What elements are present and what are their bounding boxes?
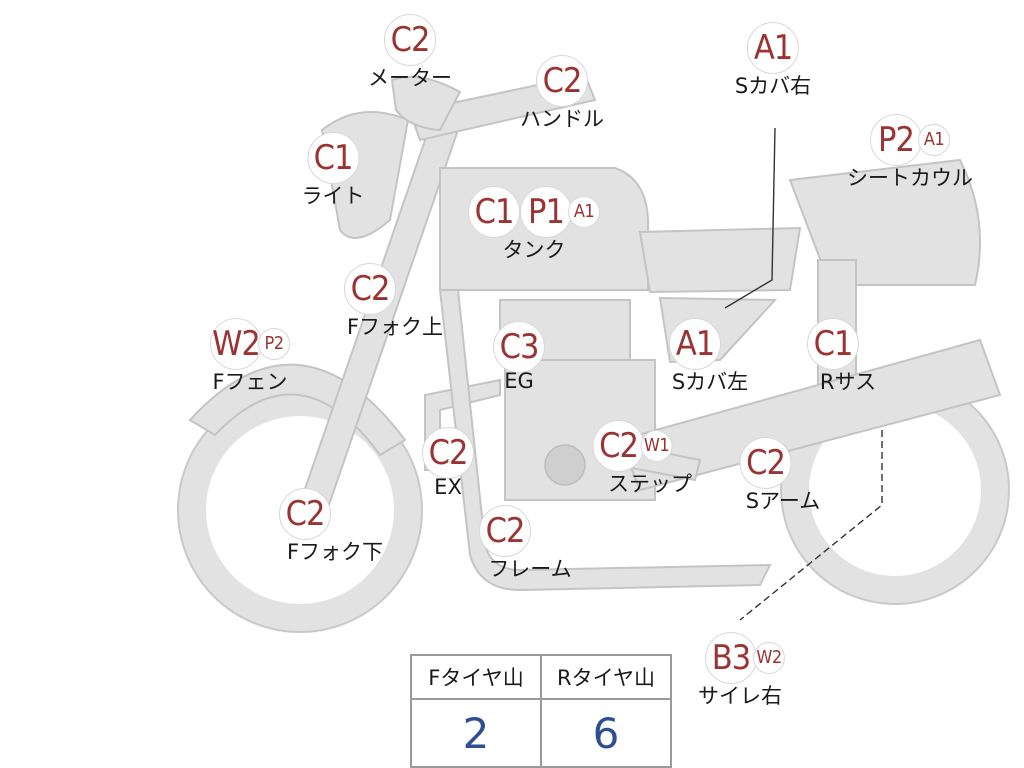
part-label: Fフェン <box>212 370 288 394</box>
part-label: Sアーム <box>745 489 821 513</box>
grade-badge-small: W2 <box>753 642 785 674</box>
exhaust-pipe-shape <box>424 378 501 471</box>
grade-group: C2 <box>536 55 588 107</box>
part-light: C1 ライト <box>302 132 365 210</box>
part-label: ステップ <box>608 472 692 496</box>
grade-badge-small: W1 <box>640 430 673 462</box>
part-front-fender: W2 P2 Fフェン <box>210 318 290 396</box>
grade-badge: C2 <box>536 55 588 107</box>
rear-tire-header: Rタイヤ山 <box>540 654 672 700</box>
swing-arm-shape <box>618 338 1002 492</box>
part-swing-arm: C2 Sアーム <box>739 437 827 515</box>
grade-badge: C1 <box>468 186 520 238</box>
part-fork-lower: C2 Fフォク下 <box>279 488 391 566</box>
grade-group: C1 <box>307 132 359 184</box>
front-tire-value: 2 <box>410 698 542 768</box>
part-side-cover-left: A1 Sカバ左 <box>669 318 751 396</box>
grade-group: C2 <box>739 437 792 489</box>
part-seat-cowl: P2 A1 シートカウル <box>847 114 973 192</box>
grade-badge: C2 <box>592 420 645 472</box>
grade-group: C3 <box>493 321 545 373</box>
meter-shape <box>390 75 462 132</box>
part-label: メーター <box>368 66 452 90</box>
grade-group: C2 <box>279 488 331 540</box>
part-label: シートカウル <box>847 166 973 190</box>
table-value-row: 2 6 <box>410 698 672 768</box>
grade-badge: A1 <box>669 318 721 370</box>
grade-badge: C2 <box>422 427 474 479</box>
part-exhaust: C2 EX <box>422 427 474 499</box>
part-side-cover-right: A1 Sカバ右 <box>735 22 811 100</box>
part-tank: C1 P1 A1 タンク <box>468 186 600 264</box>
part-label: Fフォク上 <box>346 315 444 339</box>
seat-cowl-shape <box>788 158 981 286</box>
grade-badge: C3 <box>493 321 545 373</box>
grade-group: C2 <box>384 14 436 66</box>
front-tire-header: Fタイヤ山 <box>410 654 542 700</box>
part-label: Rサス <box>819 370 877 394</box>
grade-group: C2 <box>344 263 396 315</box>
part-label: ライト <box>301 184 365 208</box>
table-header-row: Fタイヤ山 Rタイヤ山 <box>410 654 672 700</box>
side-cover-right-leader <box>724 127 776 309</box>
muffler-right-leader <box>739 430 883 621</box>
grade-badge: P1 <box>520 186 572 238</box>
part-engine: C3 EG <box>493 321 545 393</box>
part-label: フレーム <box>488 557 572 581</box>
grade-group: C1 P1 A1 <box>468 186 600 238</box>
grade-badge: A1 <box>747 22 799 74</box>
part-handle: C2 ハンドル <box>520 55 604 133</box>
grade-group: C2 W1 <box>592 420 673 472</box>
grade-group: A1 <box>669 318 721 370</box>
grade-group: C2 <box>422 427 474 479</box>
grade-badge-small: A1 <box>918 124 950 156</box>
rear-tire-value: 6 <box>540 698 672 768</box>
frame-shape <box>438 289 772 592</box>
grade-badge: C1 <box>807 318 859 370</box>
grade-badge: C2 <box>344 263 396 315</box>
part-frame: C2 フレーム <box>479 505 581 583</box>
grade-badge: C2 <box>384 14 436 66</box>
grade-group: W2 P2 <box>210 318 290 370</box>
part-label: EG <box>504 369 534 393</box>
grade-group: A1 <box>747 22 799 74</box>
part-label: Sカバ左 <box>671 370 749 394</box>
grade-badge-small: A1 <box>568 196 600 228</box>
grade-badge: W2 <box>210 318 262 370</box>
grade-badge: C1 <box>307 132 359 184</box>
seat-shape <box>638 226 802 294</box>
part-fork-upper: C2 Fフォク上 <box>344 263 446 341</box>
grade-badge: C2 <box>739 437 792 489</box>
part-step: C2 W1 ステップ <box>592 420 708 498</box>
grade-group: P2 A1 <box>870 114 950 166</box>
grade-group: C1 <box>807 318 859 370</box>
part-label: ハンドル <box>520 107 604 131</box>
front-wheel <box>178 388 422 632</box>
part-label: EX <box>434 475 462 499</box>
grade-group: B3 W2 <box>705 632 785 684</box>
grade-badge: C2 <box>479 505 531 557</box>
grade-badge: P2 <box>870 114 922 166</box>
engine-cover <box>544 444 586 486</box>
grade-group: C2 <box>479 505 531 557</box>
part-meter: C2 メーター <box>368 14 452 92</box>
part-label: サイレ右 <box>698 684 782 708</box>
tire-tread-table: Fタイヤ山 Rタイヤ山 2 6 <box>410 654 672 768</box>
part-rear-suspension: C1 Rサス <box>807 318 889 396</box>
grade-badge: C2 <box>279 488 331 540</box>
grade-badge: B3 <box>705 632 757 684</box>
part-label: タンク <box>502 238 566 262</box>
part-label: Sカバ右 <box>734 74 812 98</box>
part-label: Fフォク下 <box>286 540 384 564</box>
part-muffler-right: B3 W2 サイレ右 <box>695 632 785 710</box>
grade-badge-small: P2 <box>258 328 290 360</box>
